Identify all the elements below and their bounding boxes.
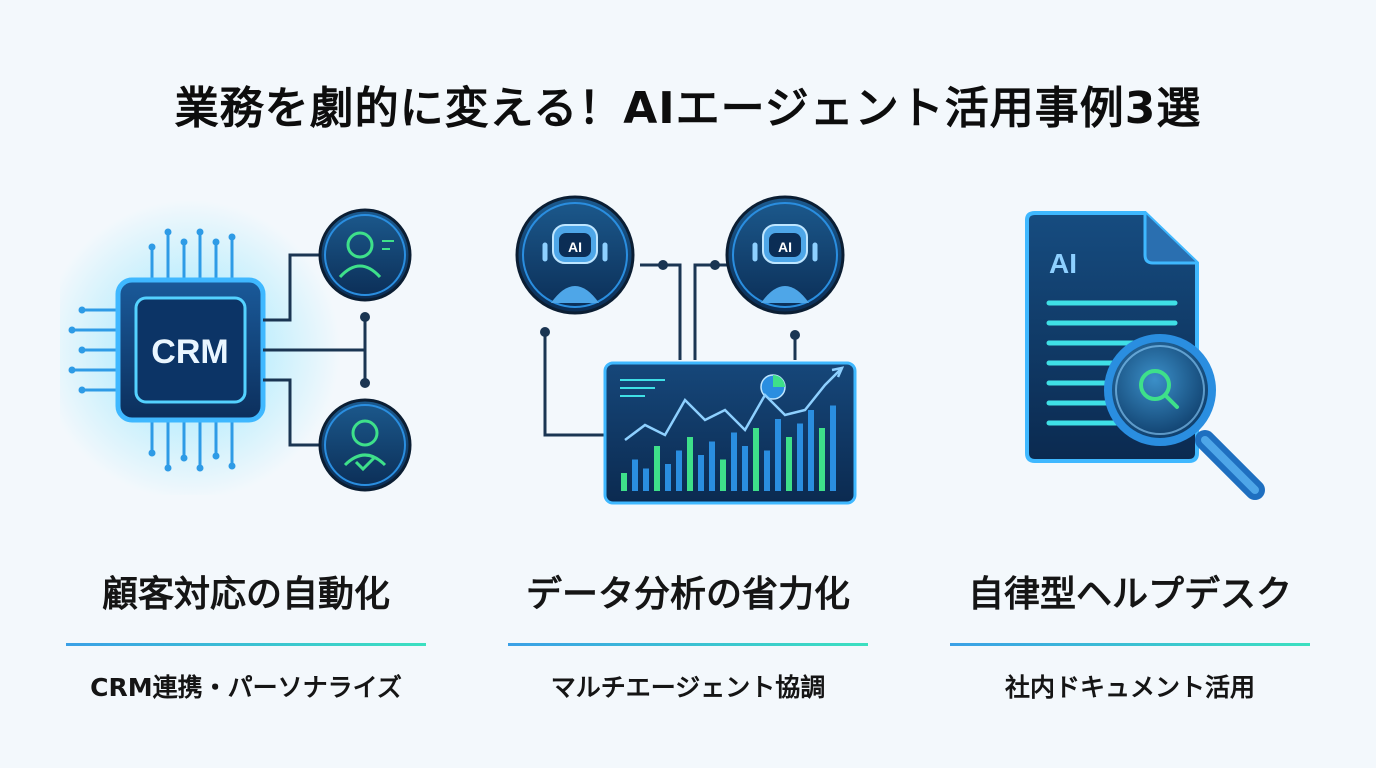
chart-bar: [775, 419, 781, 491]
chart-bars: [621, 405, 836, 491]
chart-bar: [698, 455, 704, 491]
chart-bar: [709, 441, 715, 491]
chart-bar: [654, 446, 660, 491]
analytics-illustration: AI AI: [515, 195, 857, 505]
chart-bar: [731, 432, 737, 491]
chart-bar: [819, 428, 825, 491]
chart-bar: [742, 446, 748, 491]
robot-icon: AI: [725, 195, 845, 315]
card-heading: 顧客対応の自動化: [101, 574, 390, 615]
chip-label: CRM: [151, 333, 228, 371]
crm-illustration: CRM: [60, 200, 412, 495]
chart-bar: [764, 450, 770, 491]
divider: [508, 643, 868, 646]
chart-bar: [665, 464, 671, 491]
chart-bar: [830, 405, 836, 491]
chart-bar: [808, 410, 814, 491]
card-subtitle: CRM連携・パーソナライズ: [90, 673, 402, 702]
chart-bar: [676, 450, 682, 491]
chart-bar: [687, 437, 693, 491]
chart-bar: [720, 459, 726, 491]
dashboard-chart-icon: [603, 361, 857, 505]
chip-icon: CRM: [60, 200, 340, 495]
chart-bar: [786, 437, 792, 491]
card-subtitle: マルチエージェント協調: [550, 673, 826, 702]
page-title: 業務を劇的に変える！AIエージェント活用事例3選: [174, 83, 1202, 134]
chart-bar: [632, 459, 638, 491]
card-subtitle: 社内ドキュメント活用: [1004, 673, 1255, 702]
card-heading: 自律型ヘルプデスク: [967, 574, 1292, 615]
user-check-icon: [318, 398, 412, 492]
chart-bar: [621, 473, 627, 491]
chart-bar: [643, 468, 649, 491]
chart-bar: [753, 428, 759, 491]
magnifier-icon: [1104, 334, 1265, 500]
document-label: AI: [1049, 248, 1077, 279]
helpdesk-illustration: AI: [1025, 211, 1265, 500]
divider: [66, 643, 426, 646]
user-icon: [318, 208, 412, 302]
robot-label: AI: [778, 239, 792, 255]
robot-icon: AI: [515, 195, 635, 315]
divider: [950, 643, 1310, 646]
chart-bar: [797, 423, 803, 491]
card-heading: データ分析の省力化: [525, 574, 850, 615]
robot-label: AI: [568, 239, 582, 255]
